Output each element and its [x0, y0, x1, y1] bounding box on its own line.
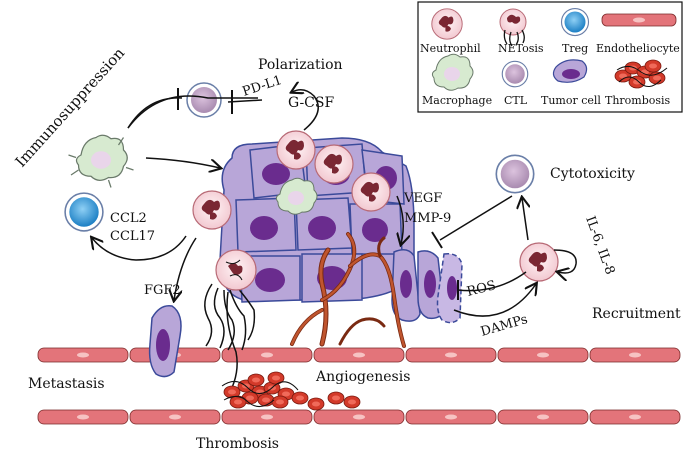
neutrophil-top-2	[314, 144, 354, 184]
red-blood-cell	[343, 395, 361, 409]
thrombus-cluster	[221, 371, 361, 411]
gcsf-arrow	[292, 90, 319, 131]
label-vegf: VEGF	[403, 191, 442, 206]
netosis-icon	[499, 8, 527, 47]
label-g-csf: G-CSF	[288, 95, 334, 111]
metastasis-cell	[148, 305, 182, 378]
label-metastasis: Metastasis	[28, 376, 105, 392]
endotheliocyte-nucleus	[537, 352, 549, 358]
legend-label-treg: Treg	[562, 42, 588, 55]
cytotoxicity-arrow	[522, 198, 528, 241]
label-cytotoxicity: Cytotoxicity	[550, 166, 635, 182]
label-fgf2: FGF2	[144, 283, 181, 298]
endotheliocyte-icon	[601, 13, 677, 27]
label-il6-il8: IL-6, IL-8	[582, 214, 617, 277]
legend-label-macrophage: Macrophage	[422, 94, 492, 107]
label-pd-l1: PD-L1	[241, 73, 284, 100]
ctl-cell-top	[186, 82, 222, 118]
vessel-wall-top	[37, 347, 681, 363]
legend-label-endotheliocyte: Endotheliocyte	[596, 42, 680, 55]
endotheliocyte-nucleus	[261, 414, 273, 420]
red-blood-cell	[327, 391, 345, 405]
net-strands	[204, 283, 256, 393]
endotheliocyte-nucleus	[629, 414, 641, 420]
treg-icon	[560, 7, 590, 37]
endotheliocyte-nucleus	[353, 414, 365, 420]
red-blood-cell	[229, 395, 247, 409]
neutrophil-top-1	[276, 130, 316, 170]
endotheliocyte-nucleus	[445, 352, 457, 358]
endotheliocyte-nucleus	[445, 414, 457, 420]
label-mmp-9: MMP-9	[404, 211, 451, 226]
neutrophil-left	[192, 190, 232, 230]
arrows	[92, 88, 577, 317]
neutrophil-recruited	[519, 242, 559, 282]
endotheliocyte-nucleus	[261, 352, 273, 358]
angiogenesis-vessels	[290, 232, 406, 348]
il-loop-arrow	[553, 249, 577, 273]
legend-label-ctl: CTL	[504, 94, 528, 107]
red-blood-cell	[307, 397, 325, 411]
label-ccl17: CCL17	[110, 229, 155, 244]
red-blood-cell	[257, 393, 275, 407]
vegf-arrow	[397, 195, 403, 244]
endotheliocyte-nucleus	[537, 414, 549, 420]
fibrin-strands	[221, 381, 299, 407]
endotheliocyte-nucleus	[169, 414, 181, 420]
legend-label-neutrophil: Neutrophil	[420, 42, 481, 55]
macrophage-in-tumor	[275, 177, 318, 215]
damps-arrow	[453, 284, 536, 317]
red-blood-cell	[271, 395, 289, 409]
legend-label-thrombosis: Thrombosis	[605, 94, 671, 107]
red-blood-cell	[247, 373, 265, 387]
endotheliocyte-nucleus	[353, 352, 365, 358]
label-thrombosis: Thrombosis	[196, 436, 279, 452]
macrophage-icon	[431, 53, 474, 91]
endotheliocyte-nucleus	[77, 414, 89, 420]
fgf2-arrow	[174, 237, 197, 300]
legend-label-tumor-cell: Tumor cell	[541, 94, 601, 107]
macrophage-to-tumor-arrow	[145, 157, 220, 168]
netosis-neutrophil	[215, 249, 257, 291]
ccl-arrow	[92, 236, 187, 261]
macrophage-left	[68, 134, 134, 188]
label-ccl2: CCL2	[110, 211, 147, 226]
legend: Neutrophil NETosis Treg Endotheliocyte M…	[417, 1, 683, 113]
vessel-wall-bottom	[37, 409, 681, 425]
label-angiogenesis: Angiogenesis	[315, 369, 410, 385]
tumor-cell-icon	[552, 59, 588, 83]
endotheliocyte-nucleus	[77, 352, 89, 358]
treg-cell	[64, 192, 104, 232]
label-polarization: Polarization	[258, 57, 343, 73]
neutrophil-icon	[431, 8, 463, 40]
label-ros: ROS	[465, 278, 497, 300]
ctl-icon	[501, 60, 529, 88]
red-blood-cell	[291, 391, 309, 405]
ctl-cell-right	[495, 154, 535, 194]
neutrophil-right	[351, 172, 391, 212]
label-recruitment: Recruitment	[592, 306, 681, 322]
thrombosis-icon	[614, 59, 668, 89]
endotheliocyte-nucleus	[629, 352, 641, 358]
legend-label-netosis: NETosis	[498, 42, 544, 55]
